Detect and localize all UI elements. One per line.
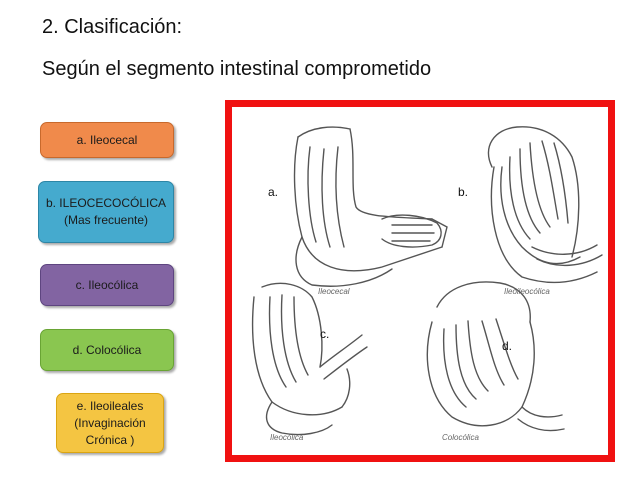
category-ileocecal: a. Ileocecal xyxy=(40,122,174,158)
category-label: c. Ileocólica xyxy=(75,277,139,292)
slide-title: 2. Clasificación: xyxy=(42,16,183,38)
category-label: a. Ileocecal xyxy=(76,132,138,147)
figure-label-b: b. xyxy=(458,185,469,199)
figure-label-d: d. xyxy=(502,339,513,353)
category-note: (Mas frecuente) xyxy=(63,213,149,227)
category-label: d. Colocólica xyxy=(72,342,142,357)
figure-caption-b: Ileoileocólica xyxy=(504,287,550,296)
category-label: b. ILEOCECOCÓLICA xyxy=(45,196,167,210)
intussusception-figure: a. b. c. d. Ileocecal Ileoileocólica Ile… xyxy=(225,100,615,462)
figure-label-a: a. xyxy=(268,185,279,199)
figure-label-c: c. xyxy=(320,327,330,341)
category-ileocecocolica: b. ILEOCECOCÓLICA (Mas frecuente) xyxy=(38,181,174,243)
intussusception-drawings xyxy=(251,126,603,436)
category-note: (Invaginación xyxy=(74,415,146,430)
drawing-ileocecal xyxy=(293,126,448,287)
drawing-colocolica xyxy=(426,281,565,432)
drawing-ileocolica xyxy=(251,282,368,436)
category-ileoileales: e. Ileoileales (Invaginación Crónica ) xyxy=(56,393,164,453)
figure-caption-d: Colocólica xyxy=(442,433,479,442)
figure-caption-c: Ileocólica xyxy=(270,433,304,442)
category-ileocolica: c. Ileocólica xyxy=(40,264,174,306)
figure-caption-a: Ileocecal xyxy=(318,287,350,296)
category-colocolica: d. Colocólica xyxy=(40,329,174,371)
category-label: e. Ileoileales xyxy=(76,398,144,413)
slide-subtitle: Según el segmento intestinal comprometid… xyxy=(42,58,432,80)
drawing-ileoileocolica xyxy=(487,126,603,284)
category-note: Crónica ) xyxy=(85,432,135,447)
